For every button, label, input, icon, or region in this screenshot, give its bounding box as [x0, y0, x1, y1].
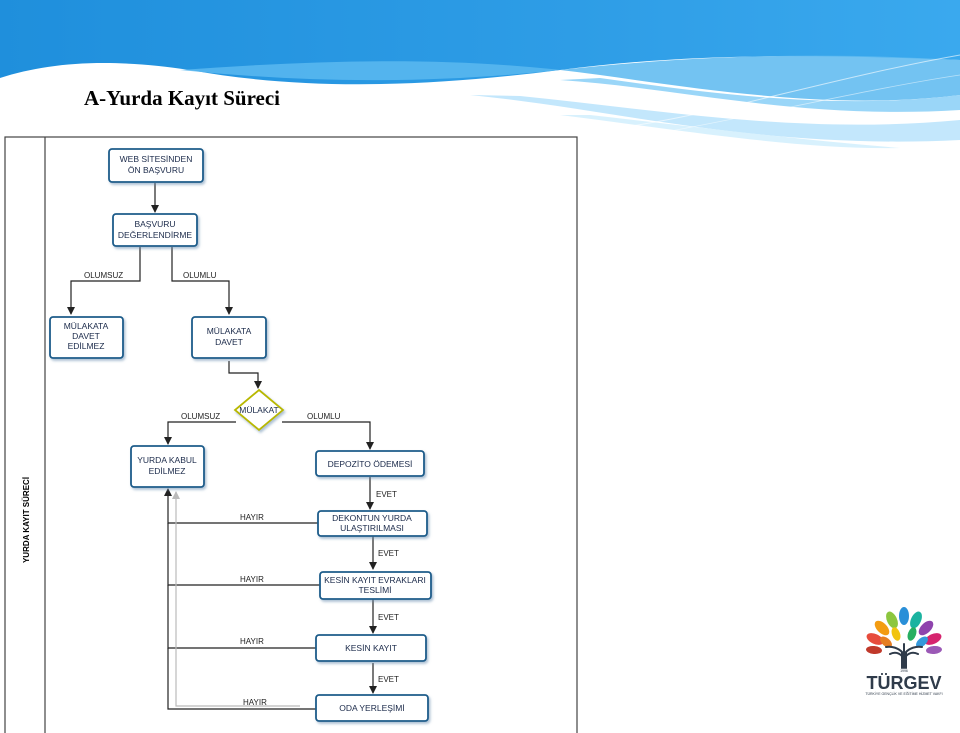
label-evet-4: EVET — [378, 675, 399, 684]
label-hayir-3: HAYIR — [240, 637, 264, 646]
edge-hayir-faint — [172, 491, 300, 707]
node-oda-yerlesimi: ODA YERLEŞİMİ — [315, 694, 429, 722]
node-yurda-kabul-edilmez: YURDA KABUL EDİLMEZ — [130, 445, 205, 488]
edge-olumsuz-2 — [164, 421, 236, 445]
tree-leaves-icon — [866, 607, 942, 655]
lane-label: YURDA KAYIT SÜRECİ — [22, 477, 31, 563]
label-olumlu-2: OLUMLU — [307, 412, 341, 421]
node-md-line2: DAVET — [215, 337, 243, 347]
node-mulakata-davet-edilmez: MÜLAKATA DAVET EDİLMEZ — [49, 316, 124, 359]
node-mulakat-decision: MÜLAKAT — [233, 388, 285, 432]
node-md-line1: MÜLAKATA — [207, 326, 252, 336]
node-mulakata-davet: MÜLAKATA DAVET — [191, 316, 267, 359]
edges — [67, 183, 377, 710]
node-basvuru-degerlendirme: BAŞVURU DEĞERLENDİRME — [112, 213, 198, 247]
node-depozito-label: DEPOZİTO ÖDEMESİ — [328, 459, 413, 469]
node-web-line1: WEB SİTESİNDEN — [120, 154, 193, 164]
node-mulakat-label: MÜLAKAT — [239, 405, 279, 415]
node-web-line2: ÖN BAŞVURU — [128, 165, 184, 175]
node-basvuru-line1: BAŞVURU — [134, 219, 175, 229]
edge-hayir-4 — [167, 648, 316, 710]
label-evet-2: EVET — [378, 549, 399, 558]
node-kabul-line1: YURDA KABUL — [137, 455, 197, 465]
page-title: A-Yurda Kayıt Süreci — [84, 86, 281, 110]
node-mde-line2: DAVET — [72, 331, 100, 341]
flowchart: YURDA KAYIT SÜRECİ OLUMSUZ OLUMLU OLUMSU… — [4, 136, 578, 733]
header-wave-banner — [0, 0, 960, 149]
label-evet-3: EVET — [378, 613, 399, 622]
edge-davet-mulakat — [228, 361, 262, 389]
node-mde-line1: MÜLAKATA — [64, 321, 109, 331]
node-dekont-line1: DEKONTUN YURDA — [332, 513, 412, 523]
node-kesin-kayit: KESİN KAYIT — [315, 634, 427, 662]
logo-year: 1996 — [900, 669, 908, 673]
node-basvuru-line2: DEĞERLENDİRME — [118, 230, 192, 240]
edge-olumlu-2 — [282, 421, 374, 450]
node-kesin-kayit-label: KESİN KAYIT — [345, 643, 397, 653]
node-oda-label: ODA YERLEŞİMİ — [339, 703, 405, 713]
logo-tagline: TÜRKİYE GENÇLİK VE EĞİTİME HİZMET VAKFI — [865, 691, 942, 696]
node-dekont-line2: ULAŞTIRILMASI — [340, 523, 404, 533]
tree-trunk-icon — [885, 643, 923, 669]
turgev-logo: 1996 TÜRGEV TÜRKİYE GENÇLİK VE EĞİTİME H… — [865, 607, 943, 696]
edge-olumsuz-1 — [67, 247, 141, 315]
edge-olumlu-1 — [171, 247, 233, 315]
node-dekont: DEKONTUN YURDA ULAŞTIRILMASI — [317, 510, 428, 537]
node-mde-line3: EDİLMEZ — [68, 341, 105, 351]
label-hayir-1: HAYIR — [240, 513, 264, 522]
label-evet-1: EVET — [376, 490, 397, 499]
label-olumsuz-1: OLUMSUZ — [84, 271, 123, 280]
node-depozito-odemesi: DEPOZİTO ÖDEMESİ — [315, 450, 425, 477]
node-evrak-line2: TESLİMİ — [358, 585, 391, 595]
node-kabul-line2: EDİLMEZ — [149, 466, 186, 476]
logo-name: TÜRGEV — [866, 673, 941, 693]
label-hayir-2: HAYIR — [240, 575, 264, 584]
node-evrak-line1: KESİN KAYIT EVRAKLARI — [324, 575, 426, 585]
label-hayir-4: HAYIR — [243, 698, 267, 707]
label-olumsuz-2: OLUMSUZ — [181, 412, 220, 421]
node-kesin-kayit-evraklari: KESİN KAYIT EVRAKLARI TESLİMİ — [319, 571, 432, 600]
node-web-basvuru: WEB SİTESİNDEN ÖN BAŞVURU — [108, 148, 204, 183]
lane-frame — [4, 136, 578, 733]
label-olumlu-1: OLUMLU — [183, 271, 217, 280]
